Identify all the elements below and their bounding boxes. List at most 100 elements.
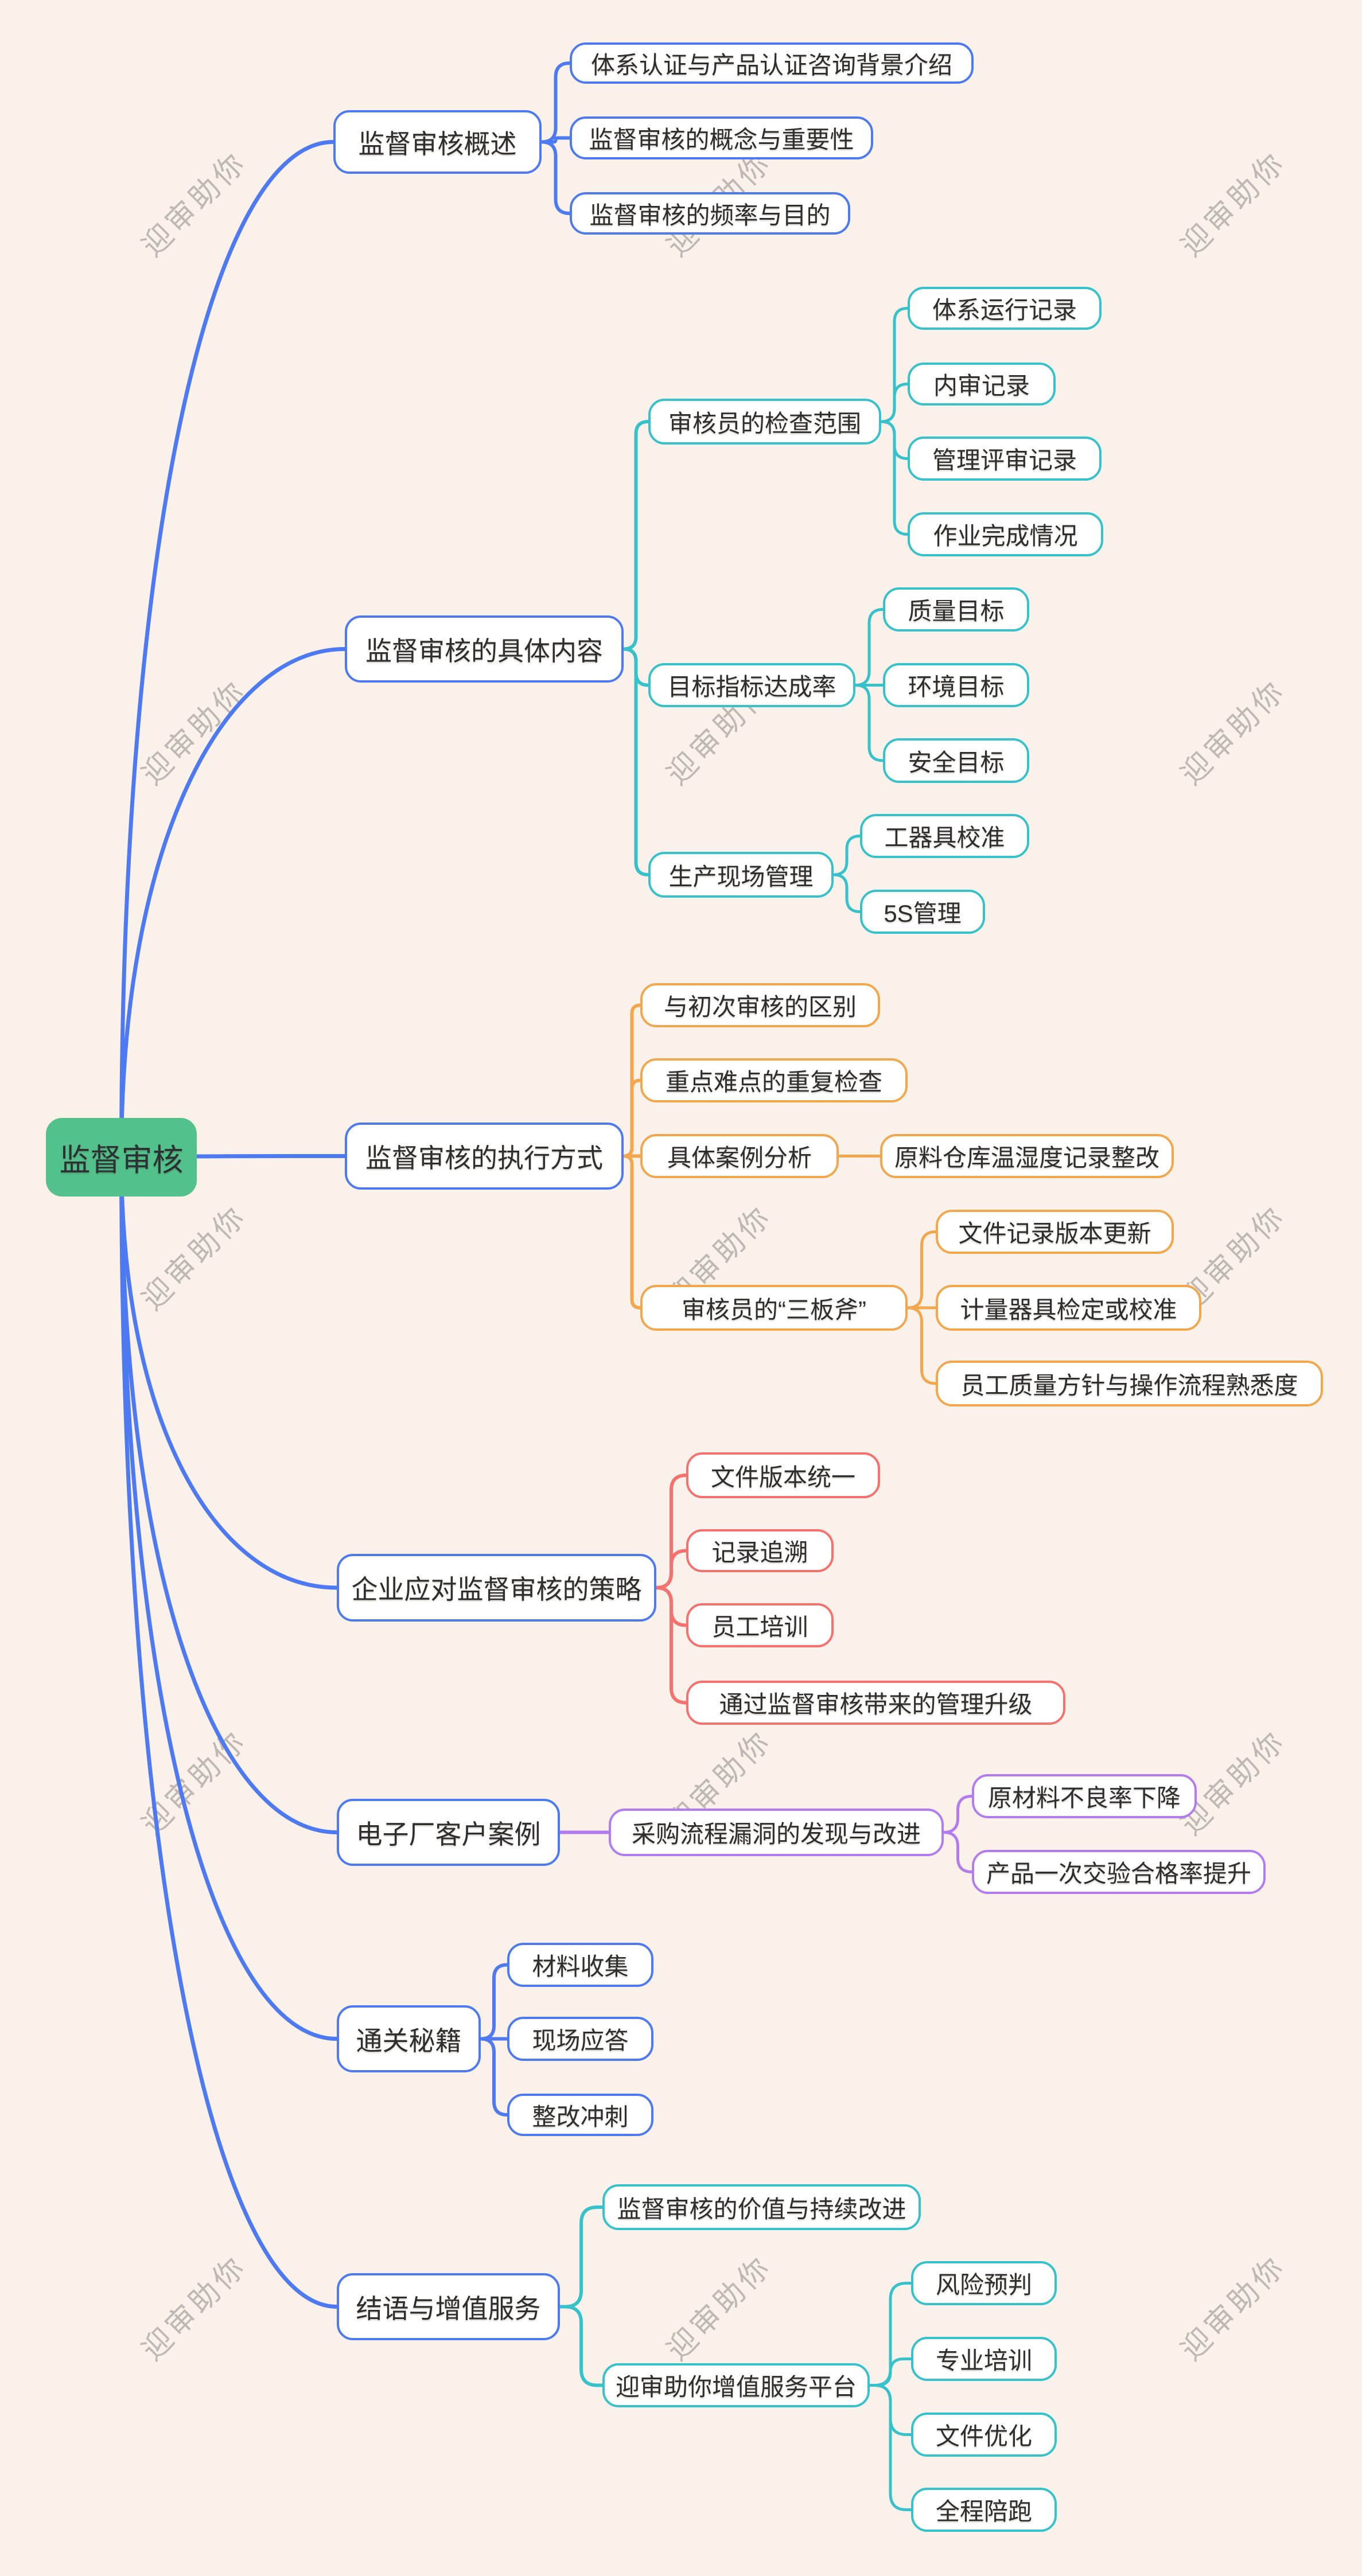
node-label: 文件版本统一 — [710, 1463, 855, 1491]
connector — [622, 1154, 642, 1310]
node-label: 文件优化 — [935, 2423, 1032, 2450]
topic-node[interactable]: 监督审核的概念与重要性 — [570, 116, 873, 159]
topic-node[interactable]: 现场应答 — [507, 2017, 653, 2061]
node-label: 体系运行记录 — [932, 297, 1077, 324]
subtopic-node[interactable]: 员工质量方针与操作流程熟悉度 — [936, 1361, 1323, 1406]
connector — [119, 1155, 339, 2309]
subtopic-node[interactable]: 管理评审记录 — [908, 437, 1102, 481]
topic-node[interactable]: 体系认证与产品认证咨询背景介绍 — [570, 42, 974, 84]
topic-node[interactable]: 材料收集 — [507, 1943, 653, 1987]
subtopic-node[interactable]: 原材料不良率下降 — [972, 1774, 1197, 1818]
node-label: 目标指标达成率 — [667, 673, 836, 700]
node-label: 文件记录版本更新 — [958, 1220, 1151, 1247]
topic-node[interactable]: 采购流程漏洞的发现与改进 — [609, 1809, 944, 1856]
node-label: 质量目标 — [908, 598, 1005, 625]
connector — [942, 1831, 974, 1873]
connector — [558, 2305, 604, 2387]
subtopic-node[interactable]: 风险预判 — [911, 2261, 1057, 2305]
connector — [119, 1155, 339, 1834]
connector — [558, 2205, 604, 2309]
root-node[interactable]: 监督审核 — [46, 1118, 197, 1197]
connector — [479, 2037, 509, 2117]
subtopic-node[interactable]: 原料仓库温湿度记录整改 — [880, 1134, 1174, 1178]
branch-node[interactable]: 监督审核的执行方式 — [345, 1123, 624, 1190]
connector — [868, 2384, 913, 2511]
topic-node[interactable]: 具体案例分析 — [640, 1134, 839, 1178]
connector — [540, 140, 571, 215]
connector — [119, 1155, 339, 2041]
subtopic-node[interactable]: 文件记录版本更新 — [936, 1210, 1174, 1254]
subtopic-node[interactable]: 作业完成情况 — [908, 512, 1103, 556]
node-label: 监督审核的价值与持续改进 — [617, 2195, 906, 2223]
topic-node[interactable]: 生产现场管理 — [648, 852, 834, 898]
branch-node[interactable]: 企业应对监督审核的策略 — [337, 1554, 656, 1622]
topic-node[interactable]: 目标指标达成率 — [648, 663, 855, 707]
node-label: 电子厂客户案例 — [356, 1819, 541, 1849]
branch-node[interactable]: 监督审核概述 — [333, 110, 542, 174]
subtopic-node[interactable]: 专业培训 — [911, 2337, 1057, 2381]
topic-node[interactable]: 通过监督审核带来的管理升级 — [686, 1681, 1065, 1725]
subtopic-node[interactable]: 文件优化 — [911, 2413, 1057, 2457]
topic-node[interactable]: 监督审核的价值与持续改进 — [602, 2184, 921, 2230]
connector — [906, 1230, 937, 1310]
branch-node[interactable]: 电子厂客户案例 — [337, 1799, 560, 1866]
subtopic-node[interactable]: 全程陪跑 — [911, 2488, 1057, 2532]
topic-node[interactable]: 迎审助你增值服务平台 — [602, 2363, 870, 2407]
node-label: 通过监督审核带来的管理升级 — [719, 1691, 1033, 1718]
node-label: 环境目标 — [908, 673, 1005, 700]
connector — [942, 1795, 974, 1834]
node-label: 企业应对监督审核的策略 — [351, 1575, 642, 1604]
node-label: 记录追溯 — [711, 1539, 808, 1566]
topic-node[interactable]: 与初次审核的区别 — [640, 983, 880, 1027]
subtopic-node[interactable]: 体系运行记录 — [908, 287, 1102, 330]
node-label: 生产现场管理 — [668, 863, 814, 890]
branch-node[interactable]: 监督审核的具体内容 — [345, 615, 624, 683]
connector — [880, 383, 909, 423]
subtopic-node[interactable]: 环境目标 — [883, 663, 1029, 707]
node-label: 现场应答 — [532, 2027, 629, 2054]
topic-node[interactable]: 整改冲刺 — [507, 2094, 653, 2136]
subtopic-node[interactable]: 计量器具检定或校准 — [936, 1285, 1201, 1331]
node-label: 重点难点的重复检查 — [665, 1069, 882, 1096]
node-label: 风险预判 — [935, 2271, 1032, 2298]
subtopic-node[interactable]: 质量目标 — [883, 587, 1029, 632]
connector — [119, 140, 336, 1159]
connector — [832, 835, 862, 876]
node-label: 体系认证与产品认证咨询背景介绍 — [590, 51, 952, 79]
topic-node[interactable]: 记录追溯 — [686, 1529, 834, 1572]
node-label: 内审记录 — [933, 372, 1030, 399]
connector — [119, 647, 347, 1159]
node-label: 监督审核的概念与重要性 — [589, 126, 854, 153]
connector — [868, 2357, 913, 2387]
node-label: 原料仓库温湿度记录整改 — [894, 1144, 1159, 1171]
subtopic-node[interactable]: 内审记录 — [908, 363, 1056, 406]
topic-node[interactable]: 审核员的“三板斧” — [640, 1285, 908, 1331]
node-label: 员工培训 — [711, 1614, 808, 1640]
node-label: 工器具校准 — [884, 824, 1005, 851]
topic-node[interactable]: 重点难点的重复检查 — [640, 1058, 908, 1102]
node-label: 产品一次交验合格率提升 — [986, 1860, 1251, 1887]
connector — [540, 136, 571, 144]
topic-node[interactable]: 监督审核的频率与目的 — [570, 192, 850, 235]
node-label: 采购流程漏洞的发现与改进 — [631, 1821, 921, 1848]
node-label: 监督审核 — [59, 1143, 184, 1178]
connector — [854, 608, 885, 687]
subtopic-node[interactable]: 产品一次交验合格率提升 — [972, 1850, 1266, 1894]
topic-node[interactable]: 审核员的检查范围 — [648, 399, 881, 445]
branch-node[interactable]: 结语与增值服务 — [337, 2273, 560, 2340]
node-label: 全程陪跑 — [935, 2498, 1032, 2525]
connector — [479, 1963, 509, 2041]
connector — [622, 420, 650, 651]
subtopic-node[interactable]: 5S管理 — [860, 890, 985, 934]
connector — [854, 684, 885, 762]
topic-node[interactable]: 员工培训 — [686, 1603, 834, 1647]
node-label: 材料收集 — [532, 1953, 629, 1980]
connector — [119, 1155, 339, 1590]
node-label: 结语与增值服务 — [356, 2293, 541, 2324]
subtopic-node[interactable]: 安全目标 — [883, 738, 1029, 783]
subtopic-node[interactable]: 工器具校准 — [860, 814, 1029, 858]
branch-node[interactable]: 通关秘籍 — [337, 2005, 481, 2072]
node-label: 作业完成情况 — [933, 523, 1078, 550]
topic-node[interactable]: 文件版本统一 — [686, 1452, 880, 1498]
